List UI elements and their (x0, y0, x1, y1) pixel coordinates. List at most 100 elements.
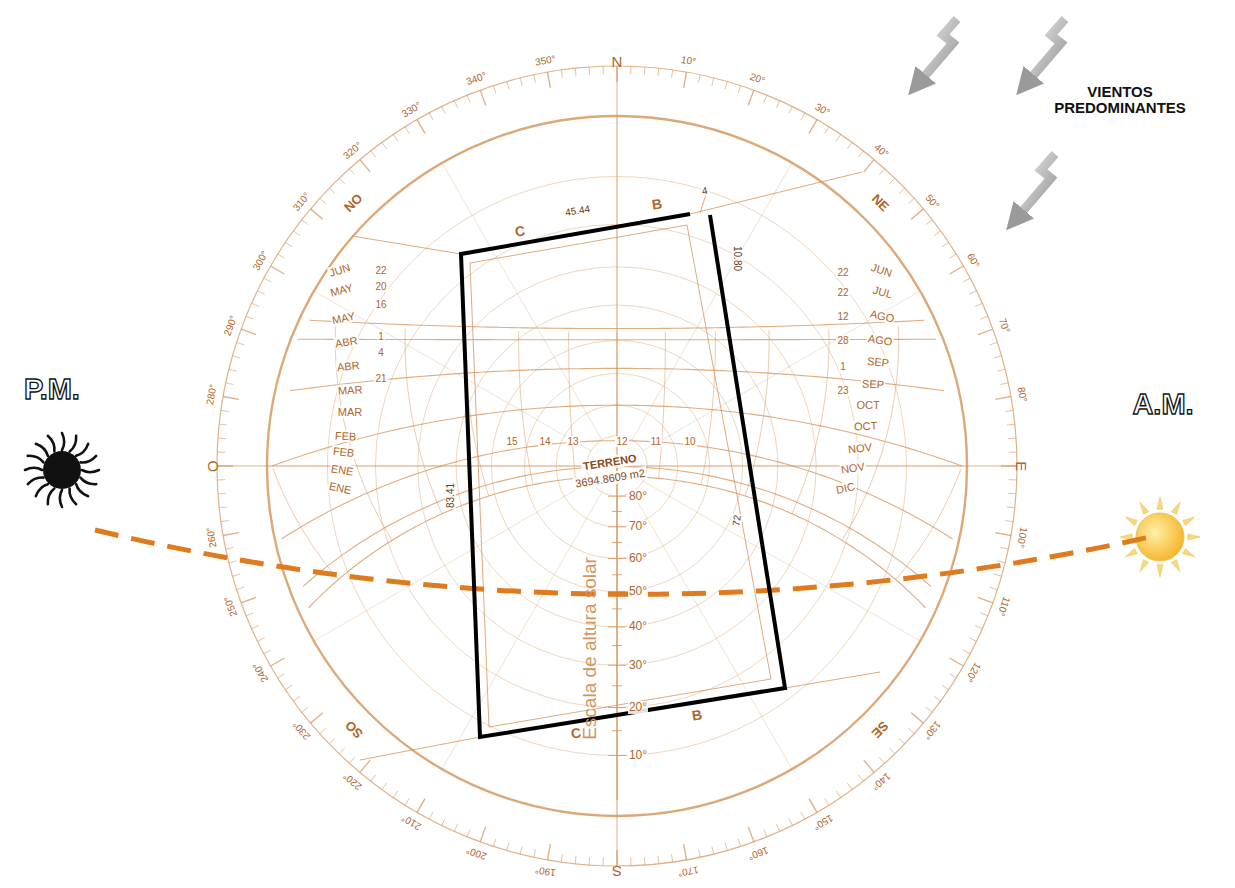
azimuth-degree: 250° (221, 595, 238, 618)
azimuth-degree: 320° (341, 140, 364, 162)
sun-path-chart (217, 66, 1017, 866)
month-label: ENE (329, 462, 355, 478)
intercardinal-point: SO (342, 717, 365, 740)
azimuth-degree: 330° (399, 99, 422, 119)
azimuth-degree: 170° (677, 865, 699, 879)
sun-icons (25, 433, 1200, 577)
section-mark: B (691, 708, 703, 725)
cardinal-point: E (1013, 461, 1030, 471)
section-mark: B (651, 197, 663, 214)
azimuth-degree: 30° (814, 101, 833, 118)
day-number: 4 (377, 347, 385, 358)
afternoon-sun (25, 433, 99, 507)
lot-boundary (461, 214, 785, 737)
day-number: 20 (374, 281, 387, 292)
day-number: 22 (836, 287, 849, 298)
day-number: 16 (374, 299, 387, 310)
hour-number: 14 (538, 436, 551, 447)
month-label: MAY (331, 309, 358, 326)
sun-trajectory (95, 530, 1150, 594)
morning-sun (1120, 497, 1200, 577)
altitude-degree: 50° (628, 585, 648, 598)
month-label: NOV (847, 441, 874, 456)
month-label: MAR (337, 406, 363, 418)
azimuth-degree: 100° (1016, 526, 1030, 548)
month-label: FEB (334, 429, 358, 442)
azimuth-degree: 350° (534, 53, 556, 67)
azimuth-degree: 10° (680, 54, 697, 67)
month-label: SEP (865, 355, 890, 370)
month-label: AGO (866, 332, 894, 348)
month-label: MAY (328, 281, 355, 299)
month-label: OCT (853, 419, 879, 432)
altitude-degree: 20° (628, 701, 648, 714)
site-lot: TERRENO3694.8609 m2 (455, 205, 795, 750)
azimuth-degree: 240° (250, 660, 270, 683)
day-number: 22 (836, 267, 849, 278)
azimuth-degree: 340° (464, 70, 487, 87)
dimension: 45.44 (564, 202, 592, 217)
section-mark: C (570, 726, 582, 743)
azimuth-degree: 20° (749, 71, 767, 87)
altitude-degree: 60° (628, 552, 648, 565)
hour-number: 11 (650, 436, 662, 447)
azimuth-degree: 310° (291, 190, 313, 213)
day-number: 23 (836, 385, 849, 396)
scale-title: Escala de altura solar (580, 557, 601, 740)
month-label: ENE (327, 480, 354, 497)
azimuth-degree: 160° (746, 844, 769, 861)
azimuth-degree: 60° (965, 251, 982, 270)
month-label: NOV (839, 460, 866, 476)
intercardinal-point: NO (342, 191, 366, 215)
month-label: SEP (861, 377, 886, 390)
altitude-scale (608, 466, 626, 800)
month-label: OCT (855, 399, 880, 411)
month-label: JUN (869, 261, 895, 280)
outer-ring (217, 66, 1017, 866)
day-number: 22 (374, 265, 387, 276)
azimuth-degree: 220° (341, 771, 364, 793)
azimuth-degree: 190° (534, 865, 556, 879)
day-number: 21 (374, 373, 387, 384)
hour-number: 10 (683, 436, 696, 447)
hour-number: 15 (505, 436, 518, 447)
day-number: 1 (839, 361, 847, 372)
wind-arrows (917, 19, 1065, 220)
month-label: DIC (833, 480, 856, 496)
hour-number: 13 (566, 436, 579, 447)
month-label: JUL (871, 283, 895, 300)
wind-arrow (1025, 19, 1065, 85)
wind-arrow (917, 19, 957, 85)
azimuth-degree: 260° (204, 526, 218, 548)
month-label: ABR (333, 334, 359, 350)
azimuth-degree: 80° (1016, 386, 1029, 403)
azimuth-degree: 290° (221, 313, 238, 336)
azimuth-degree: 150° (811, 813, 834, 833)
azimuth-degree: 50° (924, 192, 942, 211)
month-label: JUN (327, 261, 353, 280)
azimuth-degree: 120° (964, 660, 984, 683)
intercardinal-point: SE (869, 718, 891, 740)
azimuth-degree: 210° (399, 813, 422, 833)
azimuth-degree: 70° (996, 316, 1012, 334)
altitude-degree: 80° (628, 490, 648, 503)
azimuth-degree: 110° (996, 596, 1013, 619)
azimuth-degree: 140° (870, 771, 893, 793)
hour-number: 12 (615, 436, 628, 447)
dimension: 4 (700, 184, 709, 196)
day-number: 12 (836, 311, 849, 322)
month-label: MAR (336, 383, 363, 396)
azimuth-degree: 280° (204, 383, 218, 405)
altitude-degree: 30° (628, 659, 648, 672)
cardinal-point: N (612, 54, 623, 71)
day-number: 28 (836, 335, 849, 346)
azimuth-degree: 40° (872, 141, 891, 159)
azimuth-degree: 200° (464, 844, 487, 861)
wind-arrow (1015, 154, 1055, 220)
month-label: FEB (332, 445, 357, 459)
azimuth-degree: 230° (291, 719, 313, 742)
dimension: 72 (731, 513, 744, 528)
wind-title: VIENTOS PREDOMINANTES (1045, 84, 1195, 117)
sun-label: P.M. (24, 374, 80, 406)
section-mark: C (514, 224, 526, 241)
